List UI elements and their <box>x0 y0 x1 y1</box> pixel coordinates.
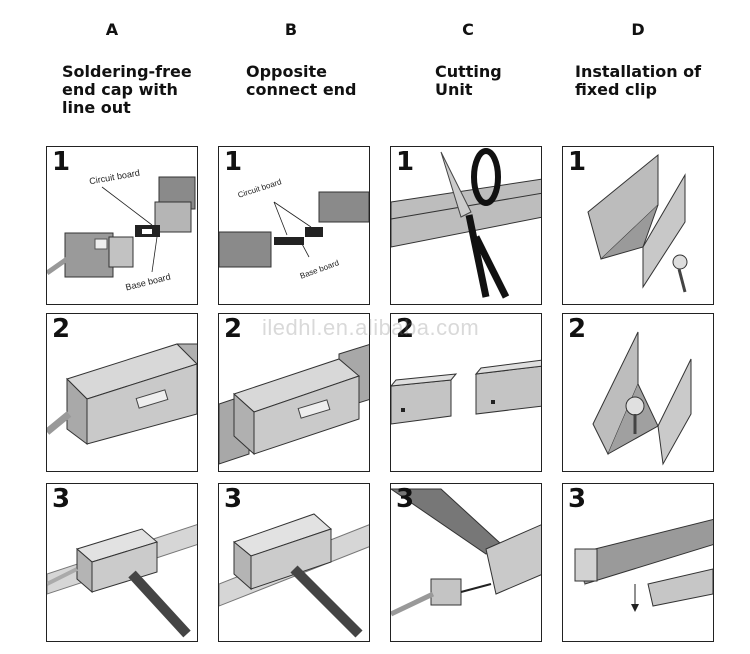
panel-a1: 1 Circuit board Base board <box>46 146 198 305</box>
column-title-c: Cutting Unit <box>435 62 502 99</box>
panel-b1: 1 Circuit board Base board <box>218 146 370 305</box>
step-number: 2 <box>568 314 587 344</box>
cut-units-diagram <box>391 359 541 425</box>
step-number: 1 <box>224 147 243 177</box>
column-letter-b: B <box>284 20 298 39</box>
panel-b2: 2 <box>218 313 370 472</box>
step-number: 2 <box>52 314 71 344</box>
column-letter-d: D <box>631 20 645 39</box>
cutting-scissors-diagram <box>391 148 541 299</box>
profile-onto-clip-diagram <box>574 518 713 612</box>
endcap-fastening-diagram <box>47 524 197 638</box>
clip-screwed-diagram <box>592 331 692 466</box>
column-letter-a: A <box>105 20 119 39</box>
panel-c2: 2 <box>390 313 542 472</box>
step-number: 3 <box>396 484 415 514</box>
column-letter-c: C <box>462 20 474 39</box>
panel-d3: 3 <box>562 483 714 642</box>
fixed-clip-diagram <box>587 153 688 293</box>
panel-d1: 1 <box>562 146 714 305</box>
opposite-assembled-diagram <box>219 344 369 465</box>
opposite-connect-diagram <box>219 191 369 268</box>
column-title-d: Installation of fixed clip <box>575 62 702 99</box>
step-number: 1 <box>568 147 587 177</box>
panel-a2: 2 <box>46 313 198 472</box>
column-title-a: Soldering-free end cap with line out <box>62 62 192 117</box>
panel-c3: 3 <box>390 483 542 642</box>
column-title-b: Opposite connect end <box>246 62 357 99</box>
panel-a3: 3 <box>46 483 198 642</box>
step-number: 2 <box>224 314 243 344</box>
step-number: 2 <box>396 314 415 344</box>
cut-fastening-diagram <box>391 488 541 617</box>
panel-c1: 1 <box>390 146 542 305</box>
watermark: iledhl.en.alibaba.com <box>262 315 480 340</box>
endcap-diagram <box>47 176 196 278</box>
panel-b3: 3 <box>218 483 370 642</box>
step-number: 3 <box>224 484 243 514</box>
step-number: 3 <box>52 484 71 514</box>
step-number: 3 <box>568 484 587 514</box>
step-number: 1 <box>396 147 415 177</box>
panel-d2: 2 <box>562 313 714 472</box>
endcap-assembled-diagram <box>47 343 197 445</box>
opposite-fastening-diagram <box>219 513 369 638</box>
step-number: 1 <box>52 147 71 177</box>
